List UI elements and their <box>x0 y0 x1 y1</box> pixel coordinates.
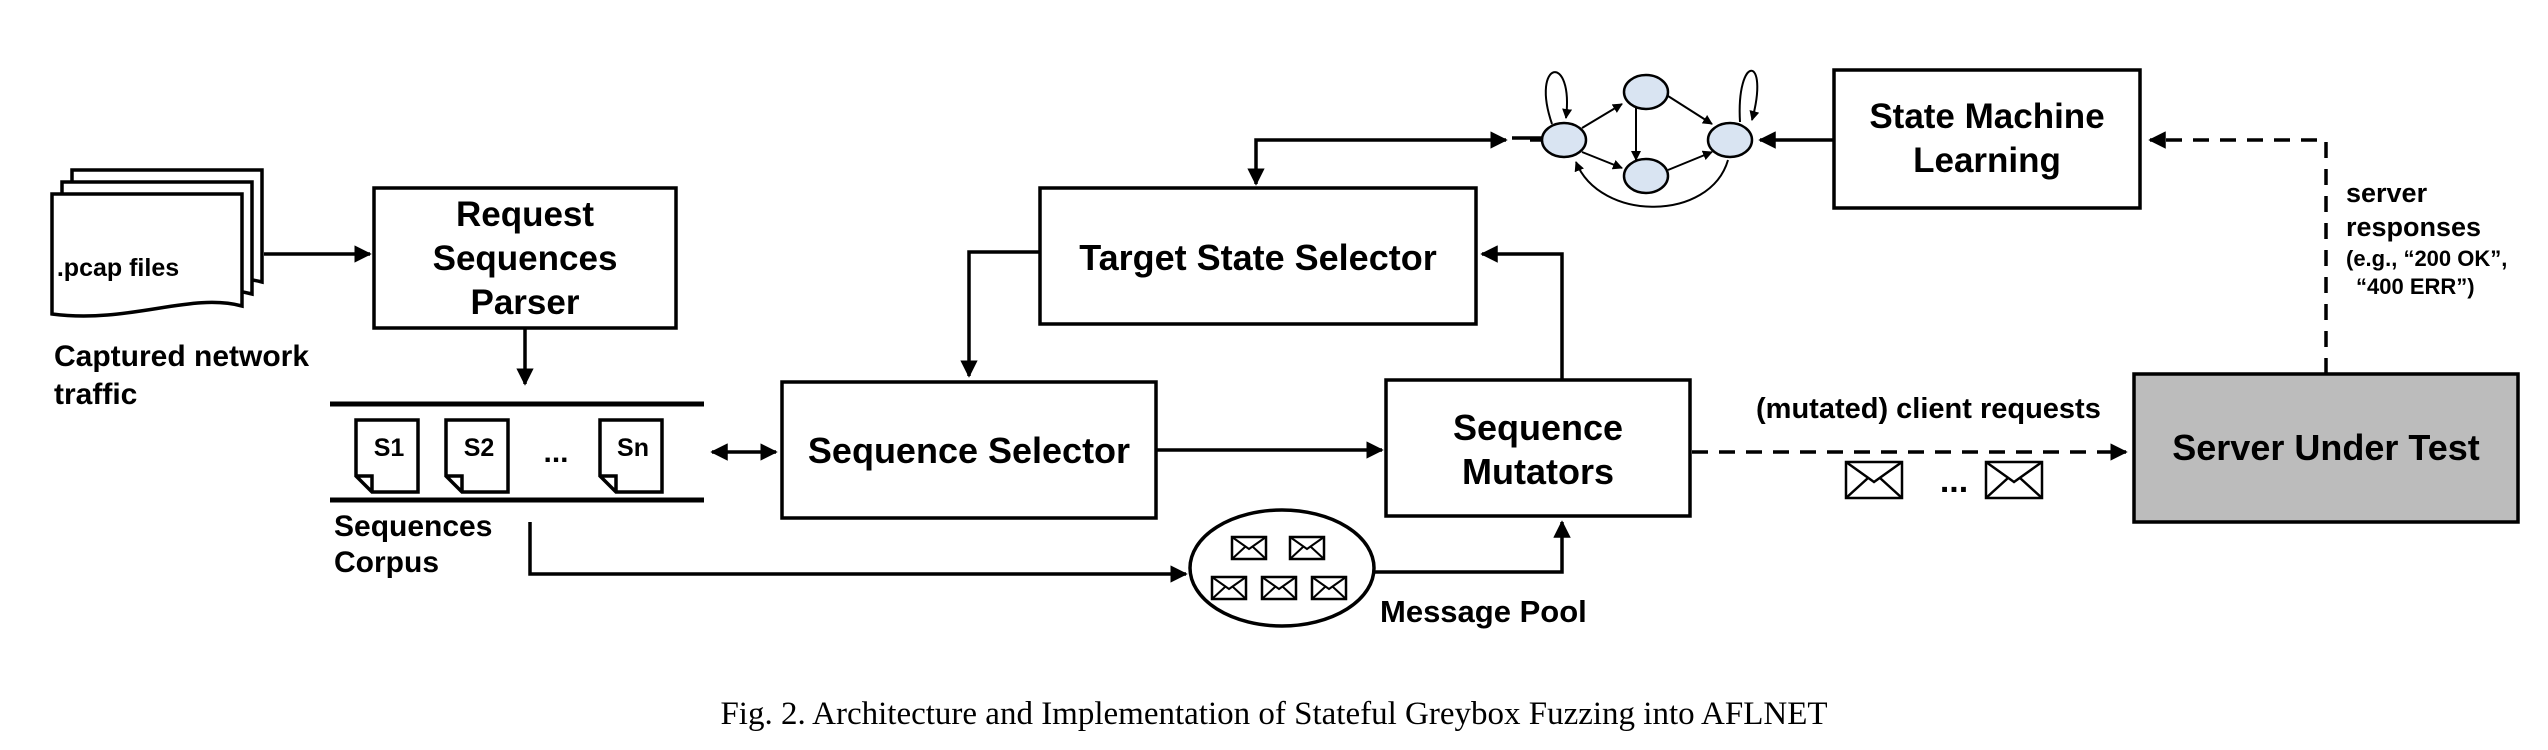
arrow-target-to-selector <box>960 250 1040 378</box>
sml-label-2: Learning <box>1913 141 2061 180</box>
state-machine-graph-icon <box>1512 69 1760 208</box>
request-envelope-1 <box>1844 460 1904 500</box>
corpus-doc-s2 <box>444 418 510 494</box>
parser-label-3: Parser <box>471 283 580 322</box>
sequence-selector-box <box>780 380 1158 520</box>
sml-label-1: State Machine <box>1869 97 2104 136</box>
parser-label-1: Request <box>456 195 594 234</box>
parser-label-2: Sequences <box>433 239 618 278</box>
target-state-selector-box <box>1038 186 1478 326</box>
message-pool-label: Message Pool <box>1380 594 1587 629</box>
server-responses-label-4: “400 ERR”) <box>2356 274 2475 299</box>
corpus-item-sn: Sn <box>617 434 649 462</box>
message-pool-ellipse <box>1188 508 1376 628</box>
server-responses-label-2: responses <box>2346 212 2481 242</box>
corpus-label-2: Corpus <box>334 546 439 579</box>
corpus-doc-sn <box>598 418 664 494</box>
arrow-corpus-to-pool <box>528 522 1188 583</box>
pcap-files-label: .pcap files <box>57 254 179 282</box>
corpus-label-1: Sequences <box>334 510 492 543</box>
client-requests-label: (mutated) client requests <box>1756 393 2101 425</box>
state-machine-learning-box <box>1832 68 2142 210</box>
sequence-mutators-label-2: Mutators <box>1462 451 1614 492</box>
pcap-files-icon <box>50 168 264 318</box>
arrow-server-to-sml <box>2148 131 2328 374</box>
arrow-mutators-to-target <box>1480 245 1564 382</box>
sequence-selector-label: Sequence Selector <box>808 430 1130 471</box>
request-envelope-2 <box>1984 460 2044 500</box>
corpus-doc-s1 <box>354 418 420 494</box>
target-state-selector-label: Target State Selector <box>1079 237 1436 278</box>
sequences-corpus <box>330 401 704 503</box>
server-under-test-box <box>2132 372 2520 524</box>
sequence-mutators-label-1: Sequence <box>1453 407 1623 448</box>
sequence-mutators-box <box>1384 378 1692 518</box>
corpus-item-s2: S2 <box>464 434 495 462</box>
captured-traffic-label-1: Captured network <box>54 340 309 373</box>
arrow-pool-to-mutators <box>1374 520 1571 574</box>
server-responses-label-3: (e.g., “200 OK”, <box>2346 246 2507 271</box>
server-responses-label-1: server <box>2346 178 2428 208</box>
server-under-test-label: Server Under Test <box>2172 427 2479 468</box>
arrow-target-graph <box>1247 131 1508 186</box>
figure-caption: Fig. 2. Architecture and Implementation … <box>720 696 1827 732</box>
corpus-item-s1: S1 <box>374 434 405 462</box>
captured-traffic-label-2: traffic <box>54 378 137 411</box>
corpus-item-ellipsis: ... <box>543 436 568 469</box>
requests-ellipsis: ... <box>1940 462 1968 500</box>
